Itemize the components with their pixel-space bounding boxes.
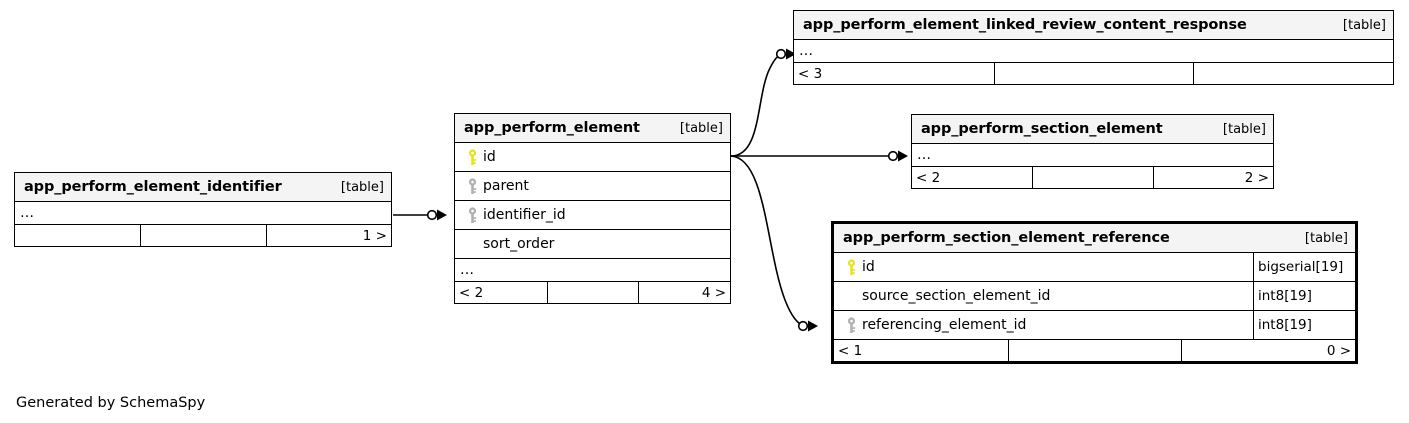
table-title: app_perform_section_element_reference bbox=[843, 230, 1170, 246]
table-column-row[interactable]: id bigserial[19] bbox=[834, 253, 1355, 282]
relationship-line-element-to-section-element-reference bbox=[730, 155, 804, 327]
table-column-row[interactable]: identifier_id bbox=[455, 201, 730, 230]
table-title: app_perform_element bbox=[464, 120, 640, 136]
generated-by-caption: Generated by SchemaSpy bbox=[16, 395, 206, 411]
table-footer-app_perform_element_linked_review_content_response: < 3 bbox=[794, 63, 1393, 84]
footer-cell-right: 0 > bbox=[1181, 340, 1355, 361]
footer-cell-middle bbox=[140, 225, 265, 246]
table-node-app_perform_element_linked_review_content_response[interactable]: app_perform_element_linked_review_conten… bbox=[793, 10, 1394, 85]
table-kind-label: [table] bbox=[1304, 230, 1348, 246]
table-header-app_perform_section_element: app_perform_section_element [table] bbox=[912, 115, 1273, 144]
table-header-app_perform_element: app_perform_element [table] bbox=[455, 114, 730, 143]
relationship-endpoint bbox=[426, 209, 447, 221]
column-name-label: source_section_element_id bbox=[862, 288, 1051, 304]
key-icon-foreign bbox=[840, 316, 862, 334]
table-header-app_perform_section_element_reference: app_perform_section_element_reference [ta… bbox=[834, 224, 1355, 253]
column-name-cell: id bbox=[834, 258, 1253, 276]
table-kind-label: [table] bbox=[1342, 17, 1386, 33]
table-ellipsis-row: … bbox=[794, 40, 1393, 63]
column-name-cell: source_section_element_id bbox=[834, 288, 1253, 304]
table-footer-app_perform_section_element: < 2 2 > bbox=[912, 167, 1273, 188]
table-kind-label: [table] bbox=[679, 120, 723, 136]
table-title: app_perform_element_identifier bbox=[24, 179, 282, 195]
footer-cell-left bbox=[15, 225, 140, 246]
column-name-label: parent bbox=[483, 178, 529, 194]
key-icon-foreign bbox=[461, 206, 483, 224]
key-icon-primary bbox=[461, 148, 483, 166]
column-name-label: id bbox=[862, 259, 875, 275]
footer-cell-middle bbox=[993, 63, 1194, 84]
table-node-app_perform_section_element_reference[interactable]: app_perform_section_element_reference [ta… bbox=[831, 221, 1358, 364]
table-footer-app_perform_element: < 2 4 > bbox=[455, 282, 730, 303]
table-column-row[interactable]: referencing_element_id int8[19] bbox=[834, 311, 1355, 340]
footer-cell-left: < 1 bbox=[838, 342, 863, 359]
column-type-label: int8[19] bbox=[1253, 282, 1355, 310]
column-name-label: referencing_element_id bbox=[862, 317, 1027, 333]
table-header-app_perform_element_identifier: app_perform_element_identifier [table] bbox=[15, 173, 391, 202]
key-icon-foreign bbox=[461, 177, 483, 195]
column-name-label: id bbox=[483, 149, 496, 165]
table-node-app_perform_element_identifier[interactable]: app_perform_element_identifier [table] …1 … bbox=[14, 172, 392, 247]
table-header-app_perform_element_linked_review_content_response: app_perform_element_linked_review_conten… bbox=[794, 11, 1393, 40]
table-footer-app_perform_element_identifier: 1 > bbox=[15, 225, 391, 246]
table-ellipsis-row: … bbox=[455, 259, 730, 282]
table-ellipsis-row: … bbox=[15, 202, 391, 225]
table-column-row[interactable]: source_section_element_id int8[19] bbox=[834, 282, 1355, 311]
footer-cell-right: 2 > bbox=[1152, 167, 1273, 188]
footer-cell-left: < 3 bbox=[798, 65, 823, 82]
table-ellipsis-row: … bbox=[912, 144, 1273, 167]
column-name-label: identifier_id bbox=[483, 207, 566, 223]
table-footer-app_perform_section_element_reference: < 1 0 > bbox=[834, 340, 1355, 361]
footer-cell-right: 4 > bbox=[638, 282, 730, 303]
table-node-app_perform_element[interactable]: app_perform_element [table] id parent identi… bbox=[454, 113, 731, 304]
column-name-cell: referencing_element_id bbox=[834, 316, 1253, 334]
footer-cell-right bbox=[1193, 63, 1393, 84]
column-type-label: bigserial[19] bbox=[1253, 253, 1355, 281]
footer-cell-left: < 2 bbox=[916, 169, 941, 186]
table-column-row[interactable]: sort_order bbox=[455, 230, 730, 259]
key-icon-primary bbox=[840, 258, 862, 276]
table-kind-label: [table] bbox=[340, 179, 384, 195]
table-node-app_perform_section_element[interactable]: app_perform_section_element [table] … < 2 2 … bbox=[911, 114, 1274, 189]
column-type-label: int8[19] bbox=[1253, 311, 1355, 339]
column-name-cell: sort_order bbox=[455, 236, 730, 252]
relationship-line-element-to-linked-review-content-response bbox=[730, 53, 782, 157]
column-name-cell: parent bbox=[455, 177, 730, 195]
footer-cell-left: < 2 bbox=[459, 284, 484, 301]
relationship-endpoint bbox=[797, 320, 818, 332]
column-name-label: sort_order bbox=[483, 236, 555, 252]
table-column-row[interactable]: id bbox=[455, 143, 730, 172]
footer-cell-right: 1 > bbox=[265, 225, 391, 246]
table-title: app_perform_element_linked_review_conten… bbox=[803, 17, 1247, 33]
column-name-cell: id bbox=[455, 148, 730, 166]
column-name-cell: identifier_id bbox=[455, 206, 730, 224]
table-title: app_perform_section_element bbox=[921, 121, 1163, 137]
footer-cell-middle bbox=[546, 282, 639, 303]
table-kind-label: [table] bbox=[1222, 121, 1266, 137]
footer-cell-middle bbox=[1007, 340, 1182, 361]
footer-cell-middle bbox=[1032, 167, 1152, 188]
table-column-row[interactable]: parent bbox=[455, 172, 730, 201]
relationship-endpoint bbox=[887, 150, 908, 162]
